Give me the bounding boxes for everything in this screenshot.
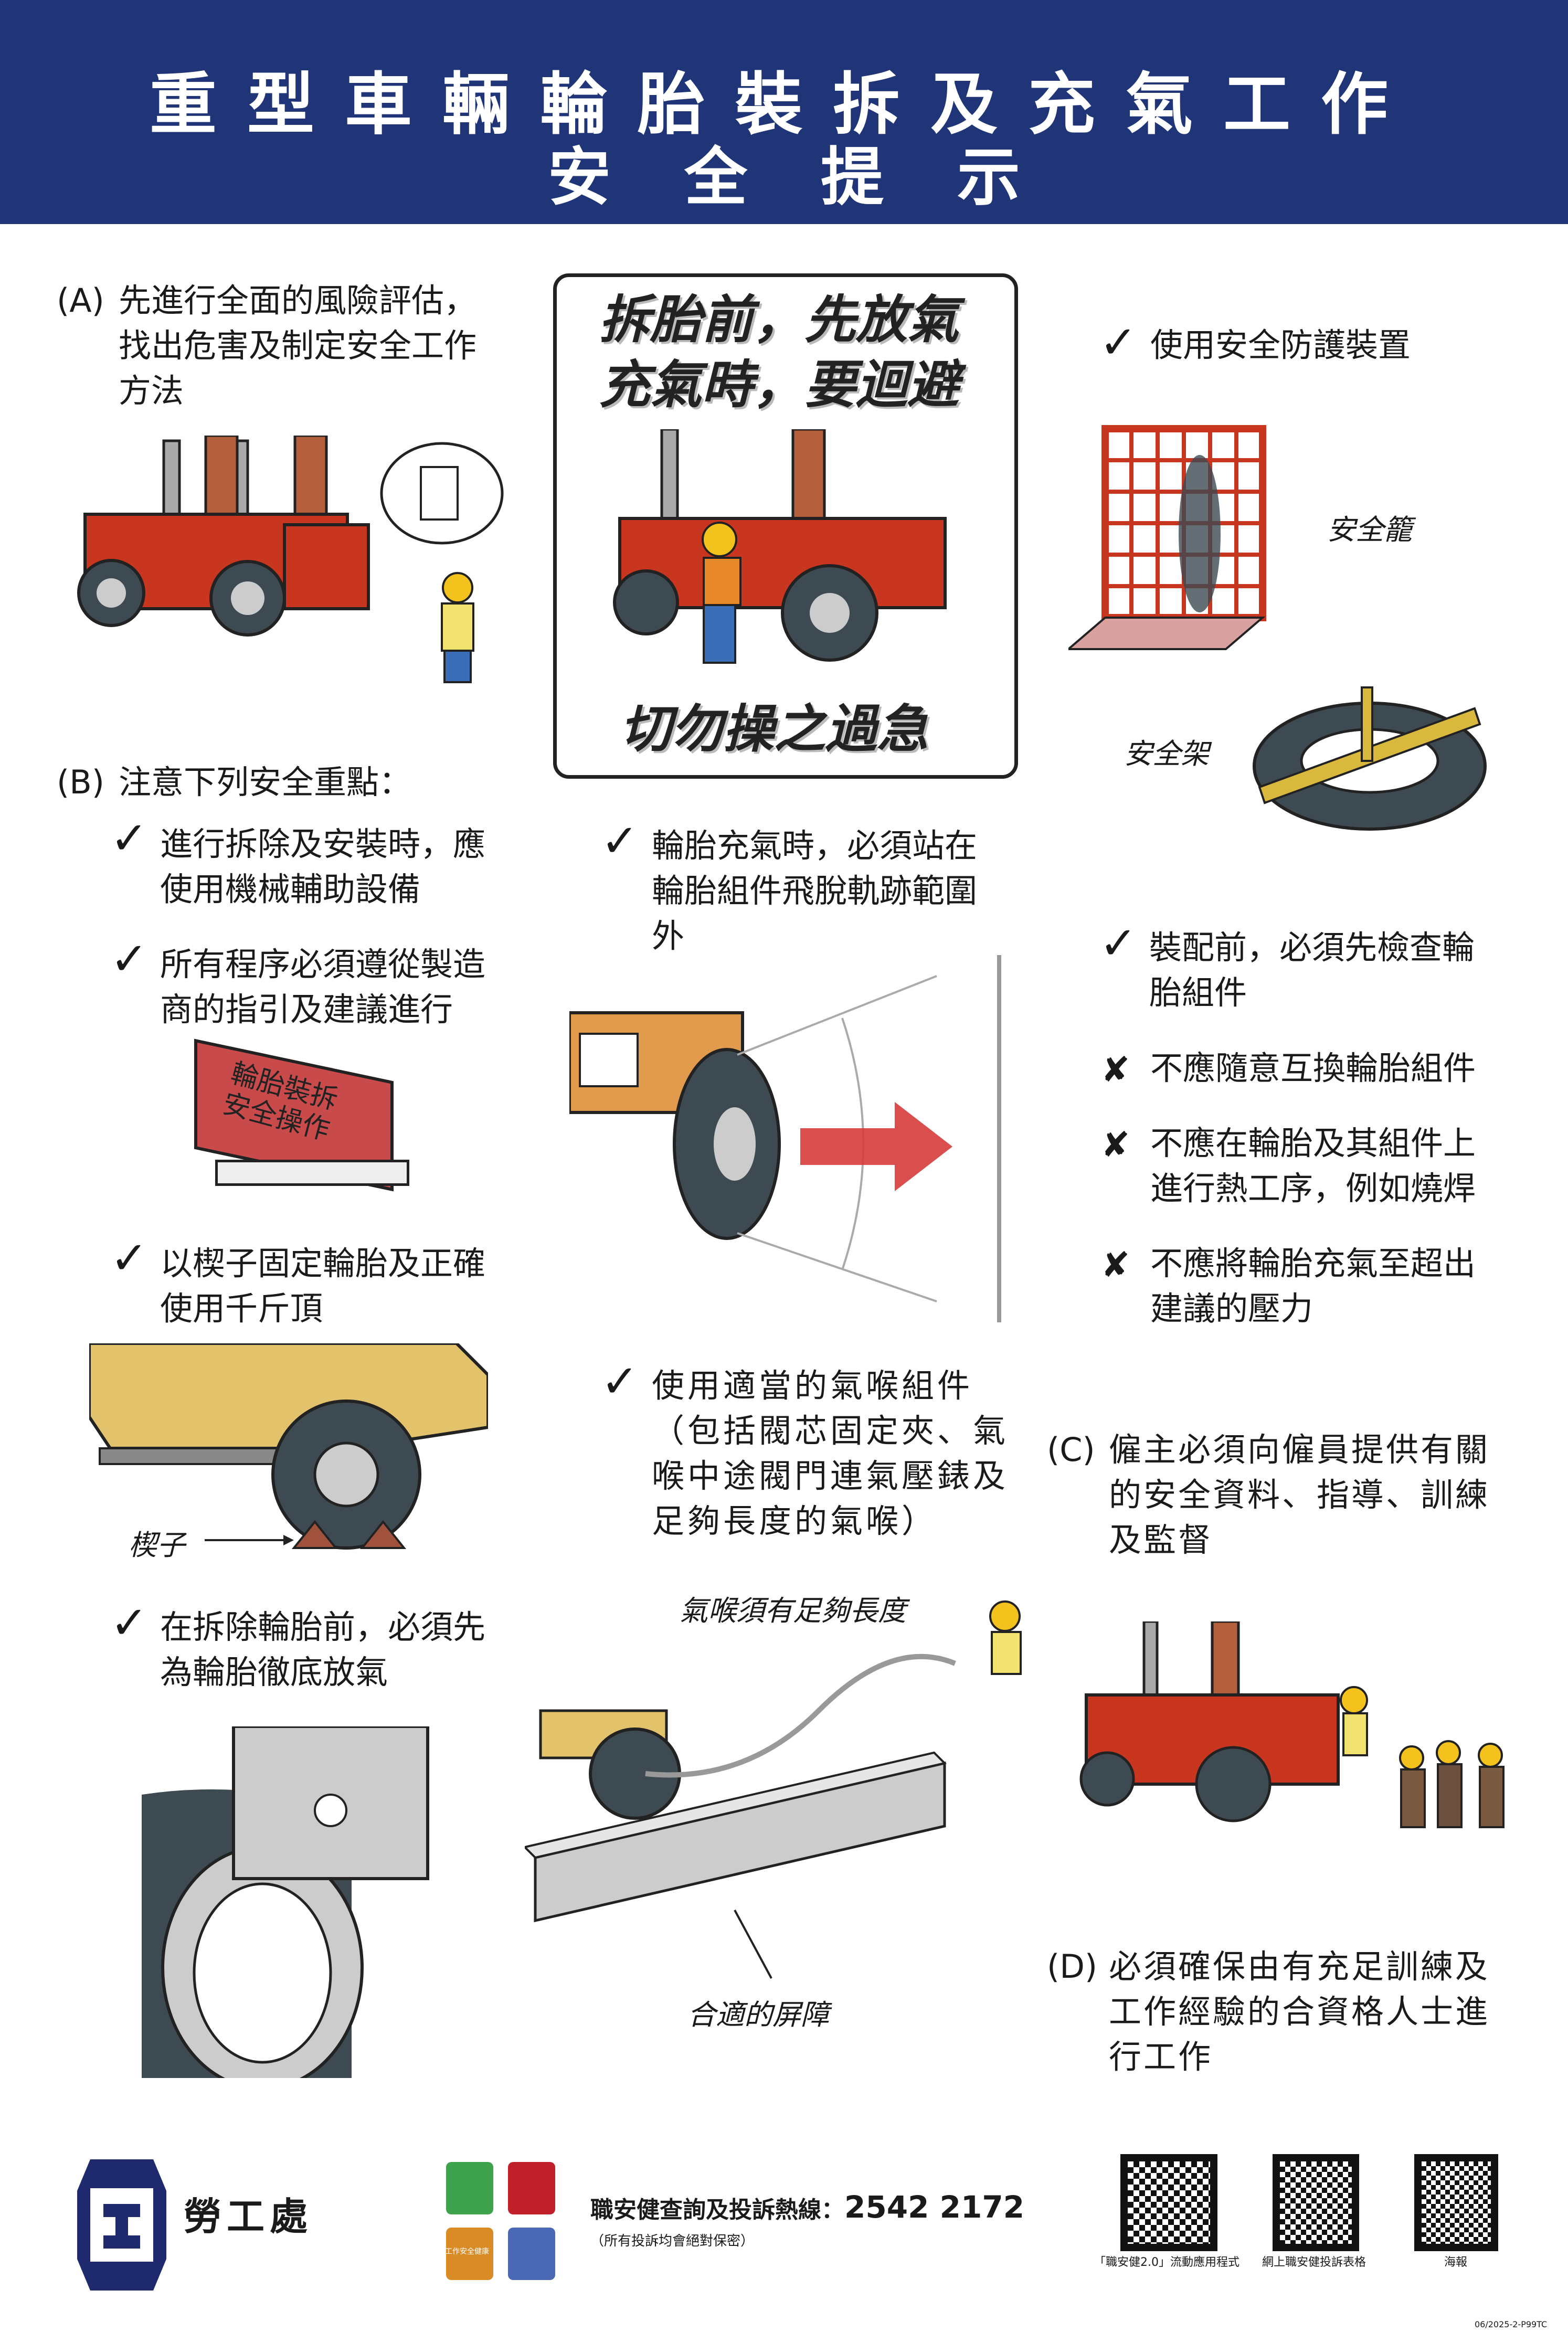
text-line: 使用千斤頂 bbox=[160, 1289, 323, 1328]
trajectory-illustration bbox=[569, 955, 1001, 1322]
tire-deflation-illustration bbox=[142, 1726, 429, 2078]
osh-logo: 工作安全健康 bbox=[445, 2162, 559, 2283]
section-c-text: 僱主必須向僱員提供有關 的安全資料、指導、訓練 及監督 bbox=[1109, 1427, 1490, 1563]
qr-label: 「職安健2.0」流動應用程式 bbox=[1094, 2256, 1239, 2269]
text-line: 胎組件 bbox=[1149, 973, 1247, 1012]
key-message-box: 拆胎前，先放氣 充氣時，要迴避 切勿操之過急 bbox=[553, 273, 1018, 779]
inspect-text: 裝配前，必須先檢查輪 胎組件 bbox=[1149, 925, 1475, 1015]
text-line: 足夠長度的氣喉） bbox=[652, 1502, 938, 1540]
text-line: 不應將輪胎充氣至超出 bbox=[1150, 1244, 1476, 1282]
org-name: 勞工處 bbox=[184, 2194, 313, 2239]
qr-label: 海報 bbox=[1444, 2256, 1468, 2269]
text-line: 方法 bbox=[119, 372, 184, 410]
text-line: 先進行全面的風險評估， bbox=[119, 281, 477, 320]
check-icon: ✓ bbox=[601, 1355, 639, 1408]
text-line: 必須確保由有充足訓練及 bbox=[1109, 1947, 1490, 1986]
text-line: 不應在輪胎及其組件上 bbox=[1150, 1124, 1476, 1162]
hose-length-label: 氣喉須有足夠長度 bbox=[680, 1594, 906, 1627]
section-b-marker: (B) bbox=[57, 763, 104, 801]
osh-logo-text: 工作安全健康 bbox=[445, 2247, 489, 2256]
safety-cage-illustration bbox=[1068, 425, 1266, 650]
text-line: 找出危害及制定安全工作 bbox=[119, 326, 477, 365]
check-icon: ✓ bbox=[110, 1597, 149, 1649]
poster-title: 重型車輛輪胎裝拆及充氣工作 bbox=[149, 66, 1418, 144]
text-line: 及監督 bbox=[1109, 1521, 1213, 1559]
safety-device-text: 使用安全防護裝置 bbox=[1150, 326, 1411, 364]
wedge-label: 楔子 bbox=[129, 1529, 185, 1562]
check-icon: ✓ bbox=[601, 815, 639, 867]
hose-barrier-illustration bbox=[525, 1600, 1022, 1979]
safety-point: 進行拆除及安裝時，應 使用機械輔助設備 bbox=[160, 822, 485, 912]
check-icon: ✓ bbox=[110, 933, 149, 985]
poster-subtitle: 安全提示 bbox=[548, 141, 1094, 214]
text-line: 進行熱工序，例如燒焊 bbox=[1150, 1169, 1476, 1207]
labour-department-logo bbox=[77, 2159, 166, 2291]
key-message-line: 拆胎前，先放氣 bbox=[599, 290, 959, 350]
safety-rack-illustration bbox=[1253, 686, 1487, 831]
safety-point: 在拆除輪胎前，必須先 為輪胎徹底放氣 bbox=[160, 1605, 485, 1695]
inflation-position-text: 輪胎充氣時，必須站在 輪胎組件飛脫軌跡範圍 外 bbox=[652, 823, 977, 959]
section-c-marker: (C) bbox=[1047, 1430, 1095, 1469]
hotline-number: 2542 2172 bbox=[844, 2189, 1025, 2225]
text-line: 外 bbox=[652, 917, 685, 955]
safety-point: 以楔子固定輪胎及正確 使用千斤頂 bbox=[160, 1241, 485, 1331]
worker-inflating-tire-illustration bbox=[613, 429, 947, 664]
cross-icon: ✘ bbox=[1101, 1125, 1130, 1165]
check-icon: ✓ bbox=[1099, 316, 1138, 369]
section-d-text: 必須確保由有充足訓練及 工作經驗的合資格人士進 行工作 bbox=[1109, 1944, 1490, 2080]
text-line: 建議的壓力 bbox=[1150, 1289, 1313, 1328]
truck-assessment-illustration bbox=[77, 436, 504, 683]
text-line: 使用機械輔助設備 bbox=[160, 870, 421, 908]
text-line: 喉中途閥門連氣壓錶及 bbox=[652, 1457, 1009, 1495]
confidential-note: （所有投訴均會絕對保密） bbox=[590, 2233, 755, 2249]
text-line: 工作經驗的合資格人士進 bbox=[1109, 1992, 1490, 2031]
text-line: 在拆除輪胎前，必須先 bbox=[160, 1608, 486, 1646]
key-message-warning: 切勿操之過急 bbox=[620, 699, 929, 759]
hotline: 職安健查詢及投訴熱線：2542 2172 bbox=[590, 2189, 1024, 2225]
text-line: 裝配前，必須先檢查輪 bbox=[1149, 928, 1475, 967]
check-icon: ✓ bbox=[110, 812, 149, 865]
check-icon: ✓ bbox=[1099, 917, 1138, 970]
section-d-marker: (D) bbox=[1047, 1947, 1098, 1986]
cross-icon: ✘ bbox=[1101, 1049, 1130, 1090]
cross-icon: ✘ bbox=[1101, 1245, 1130, 1285]
hose-assembly-text: 使用適當的氣喉組件 （包括閥芯固定夾、氣 喉中途閥門連氣壓錶及 足夠長度的氣喉） bbox=[652, 1363, 1009, 1544]
hotline-label: 職安健查詢及投訴熱線： bbox=[590, 2197, 844, 2223]
text-line: 為輪胎徹底放氣 bbox=[160, 1653, 388, 1691]
text-line: 進行拆除及安裝時，應 bbox=[160, 825, 486, 863]
text-line: 僱主必須向僱員提供有關 bbox=[1109, 1430, 1490, 1469]
section-b-heading: 注意下列安全重點： bbox=[119, 763, 412, 801]
safety-point: 所有程序必須遵從製造 商的指引及建議進行 bbox=[160, 942, 485, 1032]
key-message-line: 充氣時，要迴避 bbox=[599, 355, 959, 415]
poster-header: 重型車輛輪胎裝拆及充氣工作 安全提示 bbox=[0, 0, 1568, 224]
text-line: （包括閥芯固定夾、氣 bbox=[652, 1412, 1009, 1450]
section-a-marker: (A) bbox=[57, 281, 104, 320]
dont-item: 不應隨意互換輪胎組件 bbox=[1150, 1049, 1476, 1087]
qr-code-poster[interactable] bbox=[1414, 2154, 1498, 2251]
barrier-label: 合適的屏障 bbox=[687, 1998, 829, 2031]
text-line: 商的指引及建議進行 bbox=[160, 990, 453, 1029]
text-line: 輪胎充氣時，必須站在 bbox=[652, 826, 978, 865]
safety-rack-label: 安全架 bbox=[1124, 737, 1209, 770]
text-line: 輪胎組件飛脫軌跡範圍 bbox=[652, 872, 978, 910]
wedge-jack-illustration bbox=[89, 1343, 488, 1550]
qr-label: 網上職安健投訴表格 bbox=[1262, 2256, 1366, 2269]
poster-code: 06/2025-2-P99TC bbox=[1475, 2319, 1548, 2329]
check-icon: ✓ bbox=[110, 1232, 149, 1285]
section-a-text: 先進行全面的風險評估， 找出危害及制定安全工作 方法 bbox=[119, 278, 476, 414]
dont-item: 不應在輪胎及其組件上 進行熱工序，例如燒焊 bbox=[1150, 1121, 1476, 1211]
text-line: 所有程序必須遵從製造 bbox=[160, 945, 486, 983]
text-line: 的安全資料、指導、訓練 bbox=[1109, 1476, 1490, 1514]
text-line: 使用適當的氣喉組件 bbox=[652, 1366, 973, 1405]
safety-cage-label: 安全籠 bbox=[1327, 513, 1412, 546]
training-illustration bbox=[1079, 1621, 1505, 1828]
dont-item: 不應將輪胎充氣至超出 建議的壓力 bbox=[1150, 1241, 1476, 1331]
text-line: 行工作 bbox=[1109, 2038, 1213, 2076]
qr-code-app[interactable] bbox=[1120, 2154, 1217, 2251]
manual-book-illustration: 輪胎裝拆 安全操作 bbox=[194, 1038, 415, 1202]
qr-code-complaint-form[interactable] bbox=[1273, 2154, 1359, 2251]
text-line: 以楔子固定輪胎及正確 bbox=[160, 1244, 486, 1282]
